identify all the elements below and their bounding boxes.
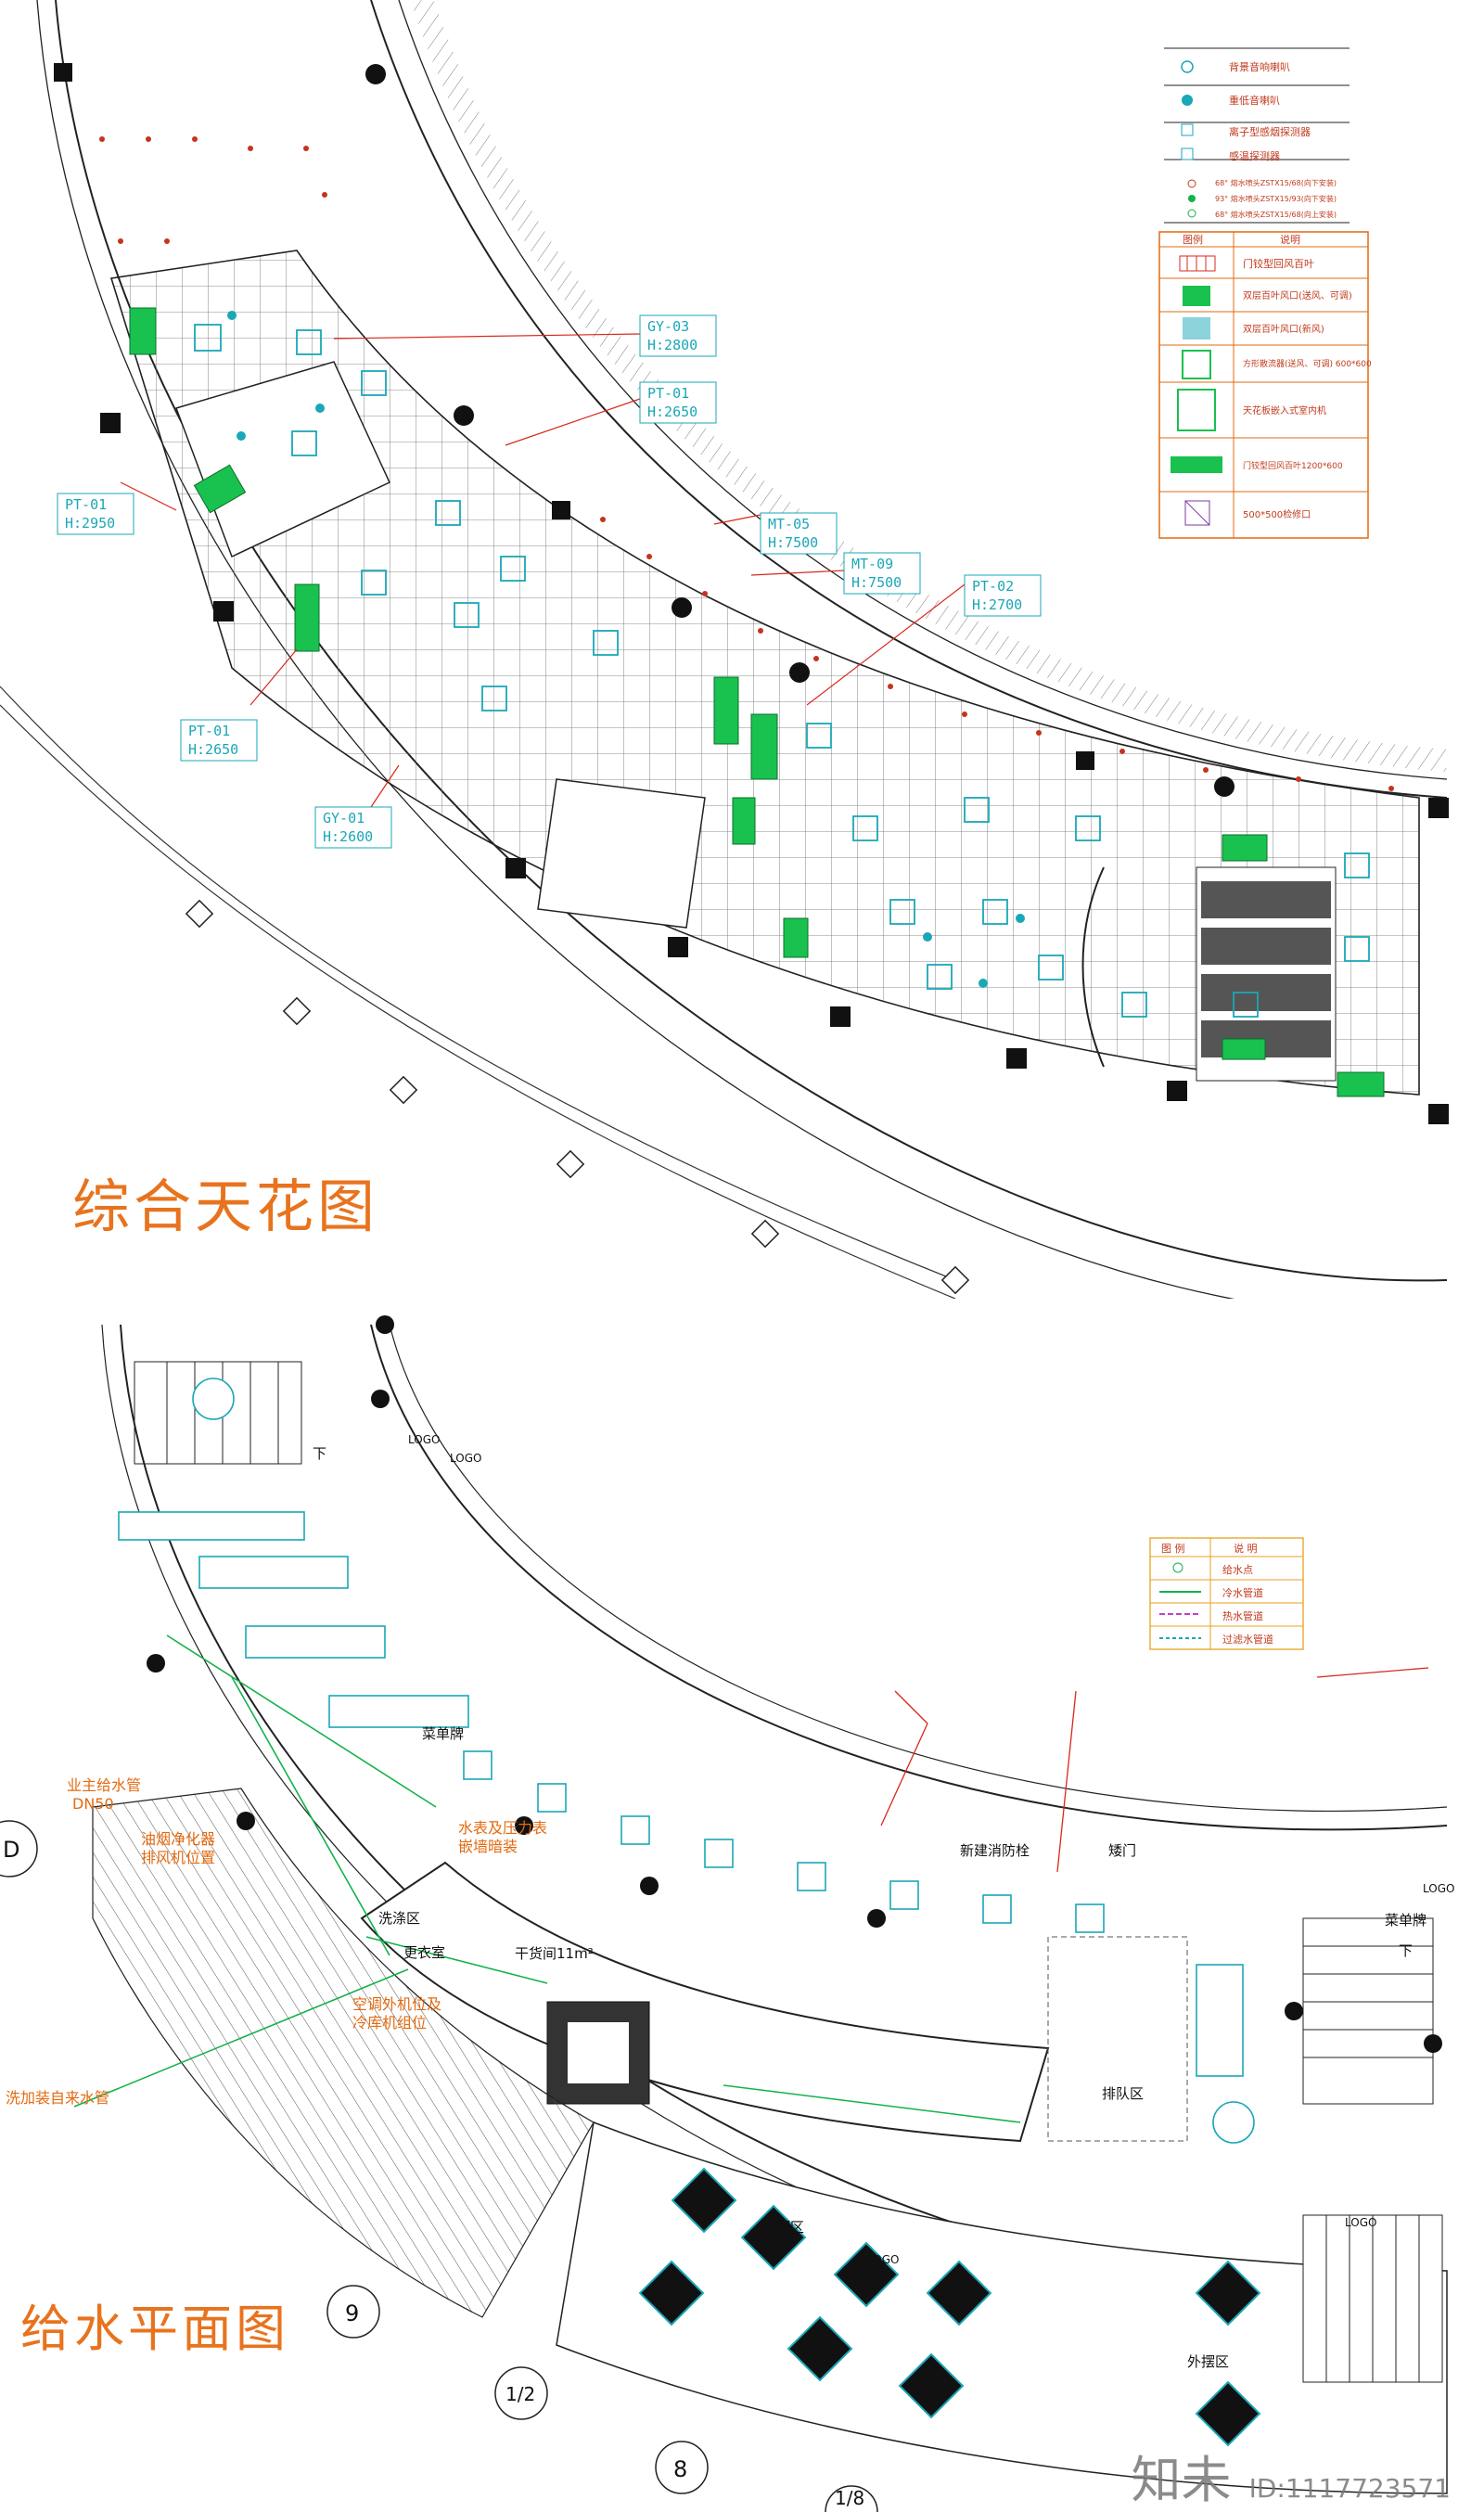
watermark-id: ID:1117723571 xyxy=(1248,2473,1451,2504)
tag-code: PT-02 xyxy=(972,578,1014,595)
water-plan-title: 给水平面图 xyxy=(20,2300,289,2358)
tag-code: MT-09 xyxy=(851,556,893,572)
ceiling-plan-title: 综合天花图 xyxy=(72,1173,379,1240)
legend-item: 68° 熔水喷头ZSTX15/68(向上安装) xyxy=(1215,210,1337,219)
tag-height: H:2800 xyxy=(647,337,697,353)
watermark-brand: 知未 xyxy=(1131,2451,1232,2509)
legend-item: 感温探测器 xyxy=(1229,150,1280,162)
label-main-pipe-size: DN50 xyxy=(72,1795,114,1813)
legend-item: 68° 熔水喷头ZSTX15/68(向下安装) xyxy=(1215,178,1337,187)
label-short-door: 矮门 xyxy=(1108,1842,1136,1859)
label-main-pipe: 业主给水管 xyxy=(67,1776,141,1794)
tag-code: PT-01 xyxy=(188,723,230,739)
label-logo: LOGO xyxy=(1423,1882,1454,1895)
tag-code: PT-01 xyxy=(647,385,689,402)
tag-height: H:2950 xyxy=(65,515,115,532)
legend-header: 说 明 xyxy=(1234,1542,1258,1555)
cold-water-pipes xyxy=(73,1634,1021,2123)
label-wash-area: 洗涤区 xyxy=(378,1910,420,1927)
label-meter: 水表及压力表 xyxy=(458,1819,547,1837)
label-menu-board: 菜单牌 xyxy=(1385,1912,1426,1929)
label-locker: 更衣室 xyxy=(403,1944,445,1961)
label-outdoor: 外摆区 xyxy=(1187,2353,1229,2370)
label-logo: LOGO xyxy=(1345,2216,1376,2229)
label-outdoor: 外摆区 xyxy=(762,2219,804,2236)
watermark: 知未 ID:1117723571 xyxy=(1132,2439,1452,2512)
tag-height: H:2650 xyxy=(188,741,238,758)
ceiling-tags: GY-03H:2800 PT-01H:2650 PT-01H:2950 MT-0… xyxy=(57,314,1042,849)
sprinklers xyxy=(99,136,1394,791)
supply-diffusers xyxy=(194,324,1370,1018)
label-ac-unit: 空调外机位及 xyxy=(352,1995,441,2013)
tag-height: H:2600 xyxy=(323,828,373,845)
ceiling-legend-symbols: 背景音响喇叭 重低音喇叭 离子型感烟探测器 感温探测器 68° 熔水喷头ZSTX… xyxy=(1164,47,1350,224)
return-air-vents xyxy=(129,307,1385,1097)
legend-item: 背景音响喇叭 xyxy=(1229,60,1290,73)
legend-row: 天花板嵌入式室内机 xyxy=(1243,404,1326,417)
legend-row: 冷水管道 xyxy=(1222,1586,1263,1599)
label-dry-store: 干货间11m² xyxy=(515,1945,594,1962)
legend-item: 重低音喇叭 xyxy=(1229,94,1280,107)
tag-code: PT-01 xyxy=(65,496,107,513)
water-legend: 图 例 说 明 给水点 冷水管道 热水管道 过滤水管道 xyxy=(1149,1537,1304,1650)
tag-height: H:7500 xyxy=(851,574,902,591)
legend-row: 门铰型回风百叶 xyxy=(1243,257,1314,270)
legend-row: 双层百叶风口(送风、可调) xyxy=(1243,289,1352,301)
structural-columns xyxy=(54,63,1449,1124)
axis-label: 9 xyxy=(345,2301,359,2326)
label-meter-embedded: 嵌墙暗装 xyxy=(458,1838,518,1855)
axis-label: 8 xyxy=(673,2456,687,2482)
legend-row: 双层百叶风口(新风) xyxy=(1243,323,1324,335)
tag-code: MT-05 xyxy=(768,516,810,532)
tag-leaders xyxy=(120,333,966,808)
legend-header: 图例 xyxy=(1183,233,1203,246)
tag-height: H:2650 xyxy=(647,404,697,420)
legend-row: 500*500检修口 xyxy=(1243,508,1311,520)
speakers xyxy=(227,311,1025,988)
label-queue: 排队区 xyxy=(1102,2085,1144,2102)
label-menu-board: 菜单牌 xyxy=(422,1725,464,1742)
label-logo: LOGO xyxy=(450,1452,481,1465)
tag-code: GY-03 xyxy=(647,318,689,335)
legend-item: 离子型感烟探测器 xyxy=(1229,125,1311,138)
label-stair-down: 下 xyxy=(1399,1942,1413,1959)
axis-label: 1/8 xyxy=(835,2487,864,2509)
legend-row: 过滤水管道 xyxy=(1222,1633,1273,1646)
legend-header: 说明 xyxy=(1280,233,1300,246)
axis-label: D xyxy=(3,1837,19,1863)
outdoor-tables xyxy=(638,2167,1261,2447)
axis-label: 1/2 xyxy=(505,2383,535,2405)
tag-height: H:2700 xyxy=(972,596,1022,613)
legend-row: 给水点 xyxy=(1222,1564,1253,1576)
legend-row: 方形散流器(送风、可调) 600*600 xyxy=(1243,358,1372,369)
label-washer-pipe: 洗加装自来水管 xyxy=(6,2089,109,2107)
dining-tables xyxy=(118,1511,1244,2077)
water-supply-plan: 图 例 说 明 给水点 冷水管道 热水管道 过滤水管道 业主给水管 DN50 油… xyxy=(0,1315,1454,2512)
label-logo: LOGO xyxy=(408,1433,440,1446)
tag-height: H:7500 xyxy=(768,534,818,551)
legend-row: 热水管道 xyxy=(1222,1609,1263,1622)
label-exhaust-fan: 排风机位置 xyxy=(141,1849,215,1866)
outdoor-deck xyxy=(92,1788,595,2318)
label-logo: LOGO xyxy=(867,2253,899,2266)
ceiling-grid-area xyxy=(109,250,1420,1096)
label-hydrant: 新建消防栓 xyxy=(960,1842,1030,1859)
label-grease-trap: 油烟净化器 xyxy=(141,1830,215,1848)
legend-header: 图 例 xyxy=(1161,1542,1185,1555)
ceiling-legend-table: 图例 说明 门铰型回风百叶 双层百叶风口(送风、可调) 双层百叶风口(新风) 方… xyxy=(1158,231,1372,539)
label-stair-down: 下 xyxy=(313,1445,326,1462)
legend-item: 93° 熔水喷头ZSTX15/93(向下安装) xyxy=(1215,194,1337,203)
axis-bubbles: D 9 1/2 8 1/8 xyxy=(0,1820,878,2512)
inner-wall xyxy=(370,0,1448,799)
legend-row: 门铰型回风百叶1200*600 xyxy=(1243,460,1343,471)
ceiling-plan: GY-03H:2800 PT-01H:2650 PT-01H:2950 MT-0… xyxy=(0,0,1449,1299)
tag-code: GY-01 xyxy=(323,810,365,827)
label-cold-room: 冷库机组位 xyxy=(352,2014,427,2031)
